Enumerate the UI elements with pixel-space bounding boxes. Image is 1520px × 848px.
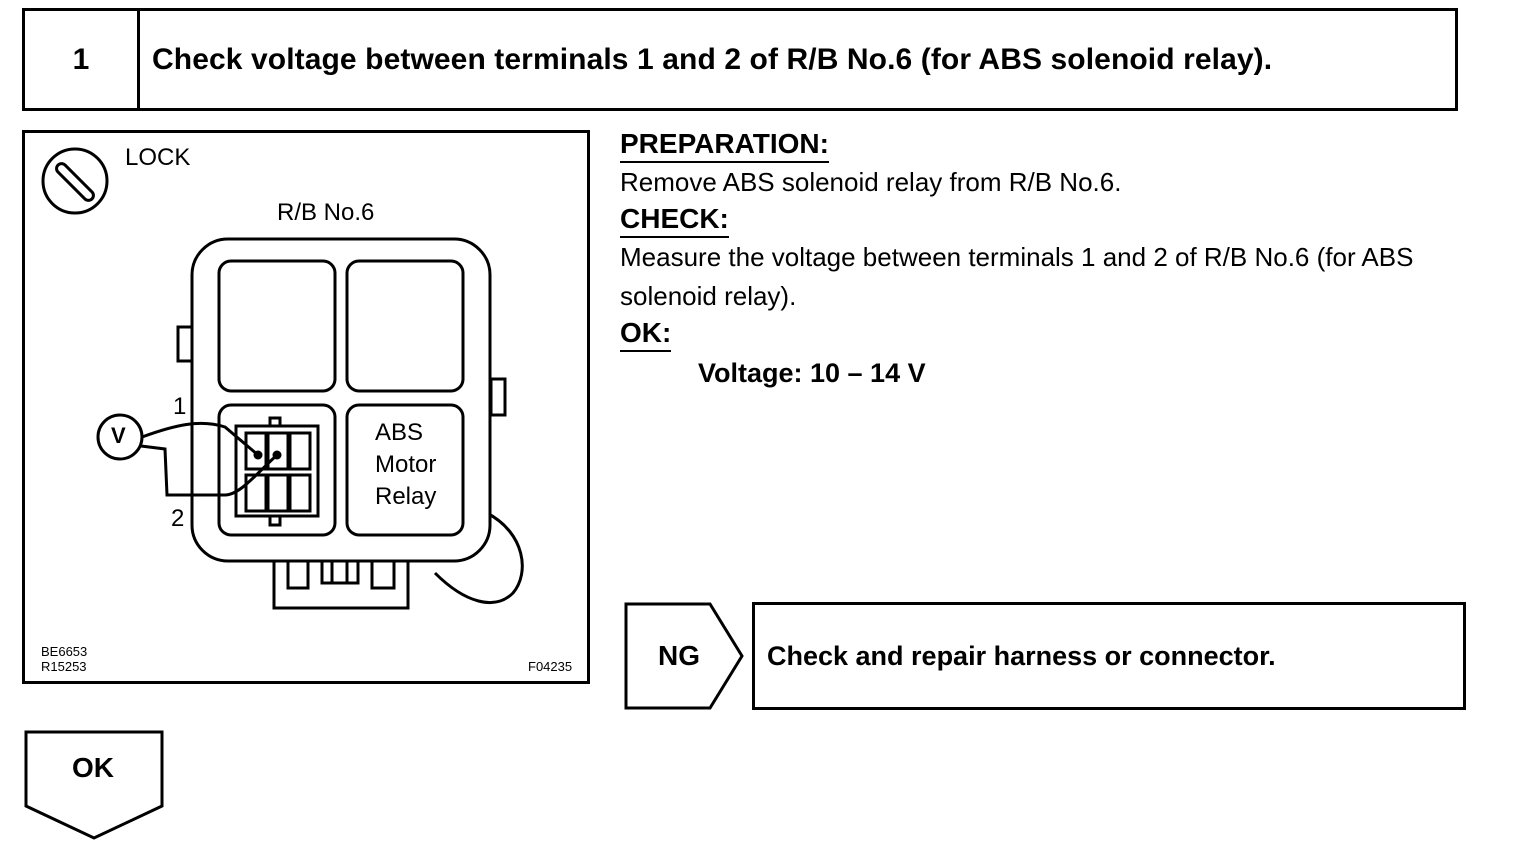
figure-code-left-2: R15253 [41,659,87,674]
preparation-heading: PREPARATION: [620,127,829,163]
terminal-1-label: 1 [173,393,187,420]
voltage-spec: Voltage: 10 – 14 V [698,358,926,388]
relay-label-motor: Motor [375,451,437,478]
ng-arrow-icon [624,602,744,710]
relay-block-icon [41,147,524,610]
relay-label-relay: Relay [375,483,437,510]
instructions: PREPARATION: Remove ABS solenoid relay f… [620,127,1500,392]
ng-label: NG [658,640,700,671]
figure-code-right: F04235 [528,659,573,674]
ng-action: Check and repair harness or connector. [752,602,1466,710]
terminal-2-label: 2 [171,505,185,532]
step-number: 1 [25,11,140,108]
relay-block-figure: LOCK R/B No.6 1 2 V ABS Motor Relay BE66… [22,130,590,684]
step-title: Check voltage between terminals 1 and 2 … [152,42,1273,76]
rb-label: R/B No.6 [277,199,375,226]
figure-code-left-1: BE6653 [41,644,88,659]
ng-branch: NG Check and repair harness or connector… [624,602,1466,710]
check-text: Measure the voltage between terminals 1 … [620,242,1414,311]
ignition-key-lock-icon [41,147,109,215]
ok-branch: OK [24,730,166,842]
relay-label-abs: ABS [375,419,424,446]
lock-label: LOCK [125,144,191,171]
step-header: 1 Check voltage between terminals 1 and … [22,8,1458,111]
ok-heading: OK: [620,316,672,352]
voltmeter-symbol: V [111,423,126,448]
preparation-text: Remove ABS solenoid relay from R/B No.6. [620,167,1122,197]
check-heading: CHECK: [620,202,729,238]
ok-arrow-icon [24,730,164,840]
ok-label: OK [72,752,114,783]
